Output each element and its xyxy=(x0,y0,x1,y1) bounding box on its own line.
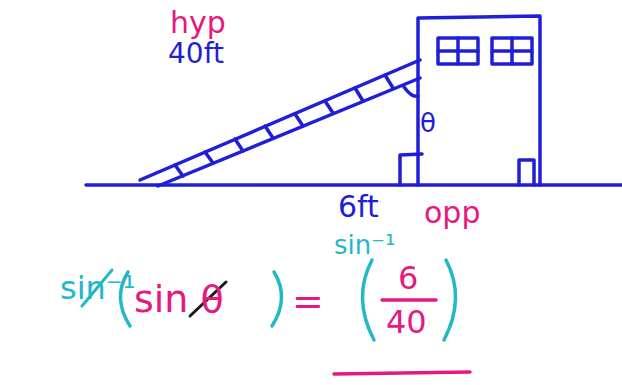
parenthesis xyxy=(444,260,456,340)
inverse-function: sin⁻¹ xyxy=(60,272,136,304)
building-outline xyxy=(418,16,540,185)
parenthesis xyxy=(272,272,282,326)
ladder-rung xyxy=(175,75,393,176)
window xyxy=(438,38,478,64)
side-label: opp xyxy=(424,198,480,228)
ladder-rail xyxy=(158,78,420,186)
door xyxy=(400,154,422,185)
window xyxy=(492,38,532,64)
equals-sign: = xyxy=(292,282,324,320)
angle-arc xyxy=(404,87,418,96)
parenthesis xyxy=(362,260,374,340)
denominator: 40 xyxy=(386,306,427,338)
length-label: 6ft xyxy=(338,192,379,222)
length-label: 40ft xyxy=(168,40,224,68)
door xyxy=(519,160,534,185)
ladder-rail xyxy=(140,60,420,180)
angle-symbol: θ xyxy=(420,110,436,136)
fraction-bar xyxy=(382,298,436,302)
inverse-function: sin⁻¹ xyxy=(334,232,395,258)
answer-underline xyxy=(334,372,470,374)
function-term: sin θ xyxy=(134,280,224,318)
numerator: 6 xyxy=(398,262,418,294)
side-label: hyp xyxy=(170,8,226,38)
